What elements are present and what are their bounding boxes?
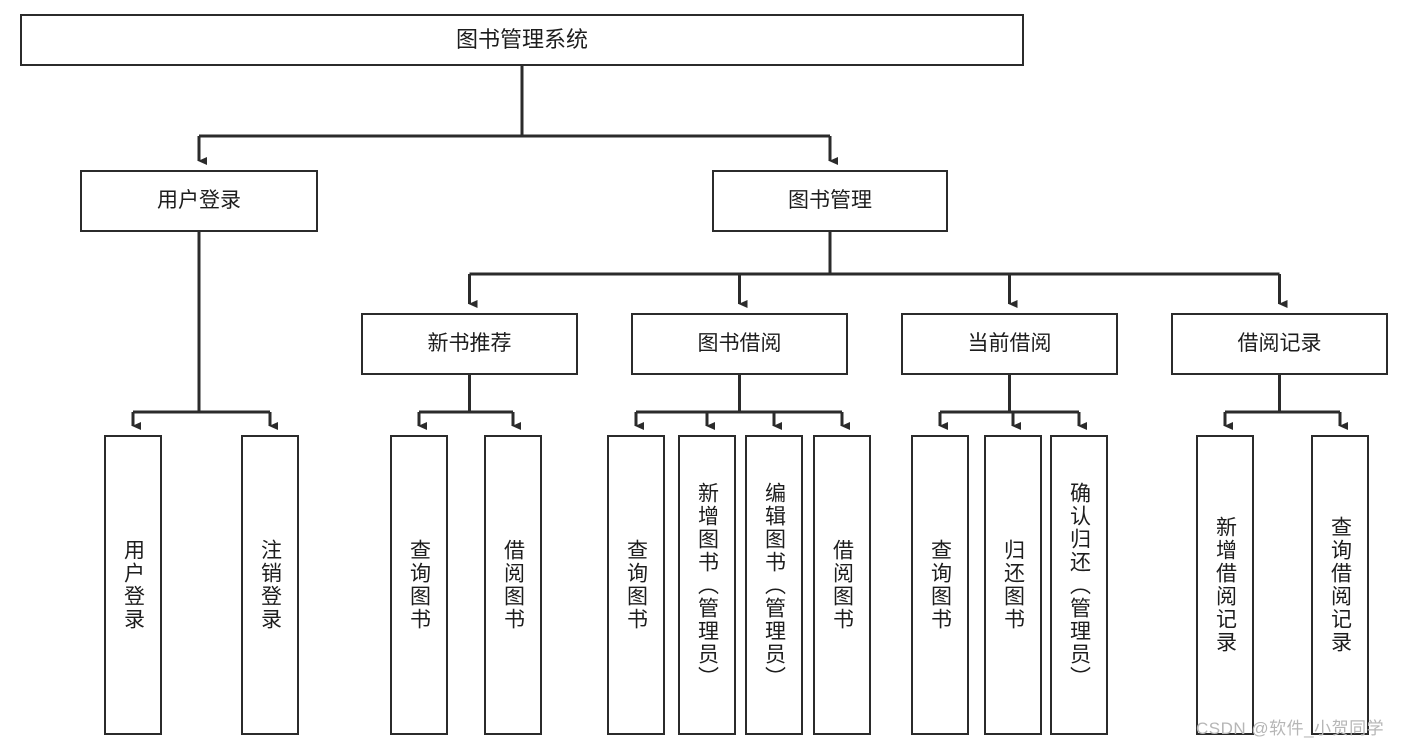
node-book-manage[interactable]: 图书管理 — [712, 170, 948, 232]
node-leaf-user-login[interactable]: 用户登录 — [104, 435, 162, 735]
node-leaf-borrow-book[interactable]: 借阅图书 — [813, 435, 871, 735]
node-leaf-add-record-label: 新增借阅记录 — [1213, 516, 1237, 654]
node-leaf-logout[interactable]: 注销登录 — [241, 435, 299, 735]
node-book-borrow-label: 图书借阅 — [697, 331, 782, 355]
node-root[interactable]: 图书管理系统 — [20, 14, 1024, 66]
node-leaf-confirm-return-label: 确认归还（管理员） — [1067, 481, 1091, 689]
node-leaf-add-book[interactable]: 新增图书（管理员） — [678, 435, 736, 735]
node-leaf-user-login-label: 用户登录 — [121, 539, 145, 631]
node-user-login-label: 用户登录 — [157, 188, 241, 212]
node-leaf-logout-label: 注销登录 — [258, 539, 282, 631]
node-user-login[interactable]: 用户登录 — [80, 170, 318, 232]
node-current-borrow-label: 当前借阅 — [967, 331, 1052, 355]
node-new-book-rec-label: 新书推荐 — [427, 331, 512, 355]
node-leaf-query-record[interactable]: 查询借阅记录 — [1311, 435, 1369, 735]
node-leaf-query-book-rec[interactable]: 查询图书 — [390, 435, 448, 735]
node-book-manage-label: 图书管理 — [788, 188, 872, 212]
node-leaf-borrow-book-rec-label: 借阅图书 — [501, 539, 525, 631]
node-leaf-query-book-cur-label: 查询图书 — [928, 539, 952, 631]
node-leaf-query-book-borrow[interactable]: 查询图书 — [607, 435, 665, 735]
node-leaf-edit-book[interactable]: 编辑图书（管理员） — [745, 435, 803, 735]
node-leaf-query-book-borrow-label: 查询图书 — [624, 539, 648, 631]
node-leaf-borrow-book-label: 借阅图书 — [830, 539, 854, 631]
node-leaf-add-record[interactable]: 新增借阅记录 — [1196, 435, 1254, 735]
node-leaf-edit-book-label: 编辑图书（管理员） — [762, 481, 786, 689]
node-borrow-record[interactable]: 借阅记录 — [1171, 313, 1388, 375]
node-new-book-rec[interactable]: 新书推荐 — [361, 313, 578, 375]
node-borrow-record-label: 借阅记录 — [1237, 331, 1322, 355]
node-current-borrow[interactable]: 当前借阅 — [901, 313, 1118, 375]
node-leaf-return-book[interactable]: 归还图书 — [984, 435, 1042, 735]
node-leaf-borrow-book-rec[interactable]: 借阅图书 — [484, 435, 542, 735]
node-book-borrow[interactable]: 图书借阅 — [631, 313, 848, 375]
watermark: CSDN @软件_小贺同学 — [1196, 719, 1385, 738]
node-leaf-query-record-label: 查询借阅记录 — [1328, 516, 1352, 654]
node-leaf-add-book-label: 新增图书（管理员） — [695, 481, 719, 689]
node-leaf-query-book-rec-label: 查询图书 — [407, 539, 431, 631]
node-root-label: 图书管理系统 — [455, 27, 588, 53]
node-leaf-query-book-cur[interactable]: 查询图书 — [911, 435, 969, 735]
node-leaf-return-book-label: 归还图书 — [1001, 539, 1025, 631]
node-leaf-confirm-return[interactable]: 确认归还（管理员） — [1050, 435, 1108, 735]
